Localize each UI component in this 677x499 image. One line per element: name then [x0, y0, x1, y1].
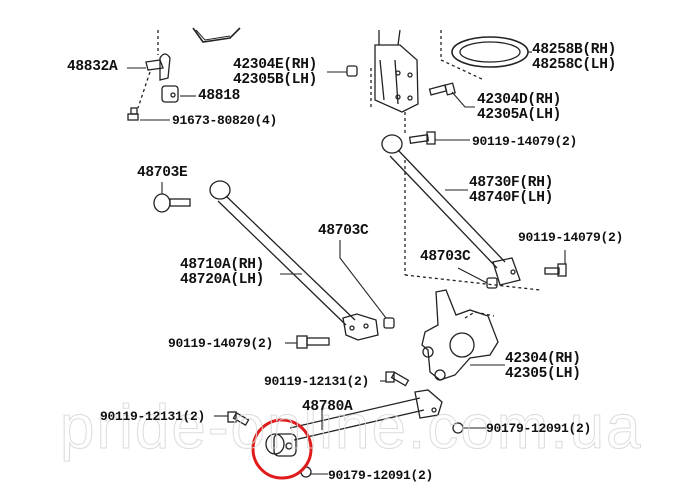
label-91673-80820: 91673-80820(4): [172, 113, 278, 128]
stabilizer-bracket-icon: [145, 30, 171, 81]
label-48818: 48818: [198, 88, 241, 104]
label-48730F: 48730F(RH): [469, 175, 554, 191]
label-42304: 42304(RH): [505, 351, 581, 367]
label-42305: 42305(LH): [505, 366, 581, 382]
label-48258B: 48258B(RH): [532, 42, 617, 58]
bolt-48703E-icon: [153, 193, 191, 213]
control-arm-48730F-icon: [381, 134, 541, 291]
label-48710A: 48710A(RH): [180, 257, 265, 273]
label-42305B: 42305B(LH): [233, 72, 318, 88]
label-48258C: 48258C(LH): [532, 57, 617, 73]
label-42304D: 42304D(RH): [477, 92, 562, 108]
watermark: pride-online.com.ua: [60, 393, 643, 463]
label-48720A: 48720A(LH): [180, 272, 265, 288]
bolt-90119-14079-b-icon: [544, 263, 567, 277]
label-48703C-a: 48703C: [420, 249, 471, 265]
label-90119-14079-c: 90119-14079(2): [168, 336, 274, 351]
body-bracket-outline: [192, 27, 241, 43]
bolt-90119-14079-a-icon: [408, 131, 436, 145]
nut-48703C-a-icon: [486, 277, 498, 289]
bushing-48780A-icon: [265, 433, 297, 457]
control-arm-48710A-icon: [209, 180, 379, 341]
knuckle-42304-icon: [421, 289, 499, 381]
label-48780A: 48780A: [302, 399, 353, 415]
bolt-90119-14079-c-icon: [296, 335, 330, 349]
label-42304E: 42304E(RH): [233, 57, 318, 73]
highlight-circle: [251, 418, 313, 480]
nut-48703C-b-icon: [383, 317, 395, 329]
control-arm-48780A-icon: [289, 389, 443, 441]
label-48832A: 48832A: [67, 59, 118, 75]
label-48703E: 48703E: [137, 165, 188, 181]
label-42305A: 42305A(LH): [477, 107, 562, 123]
nut-42304E-icon: [346, 65, 358, 77]
label-90179-12091-a: 90179-12091(2): [486, 421, 592, 436]
bolt-91673-icon: [127, 107, 139, 121]
bolt-90119-12131-a-icon: [385, 371, 410, 387]
spring-seat-icon: [440, 30, 529, 81]
bolt-42304D-icon: [428, 82, 456, 96]
label-90179-12091-b: 90179-12091(2): [328, 468, 434, 483]
label-48740F: 48740F(LH): [469, 190, 554, 206]
bushing-48818-icon: [161, 85, 179, 103]
leader-lines: [127, 51, 566, 475]
label-90119-14079-a: 90119-14079(2): [472, 134, 578, 149]
label-90119-12131-a: 90119-12131(2): [264, 374, 370, 389]
strut-bracket-icon: [370, 29, 419, 135]
bolt-90119-12131-b-icon: [227, 411, 250, 426]
label-90119-12131-b: 90119-12131(2): [100, 409, 206, 424]
label-48703C-b: 48703C: [318, 223, 369, 239]
label-90119-14079-b: 90119-14079(2): [518, 230, 624, 245]
